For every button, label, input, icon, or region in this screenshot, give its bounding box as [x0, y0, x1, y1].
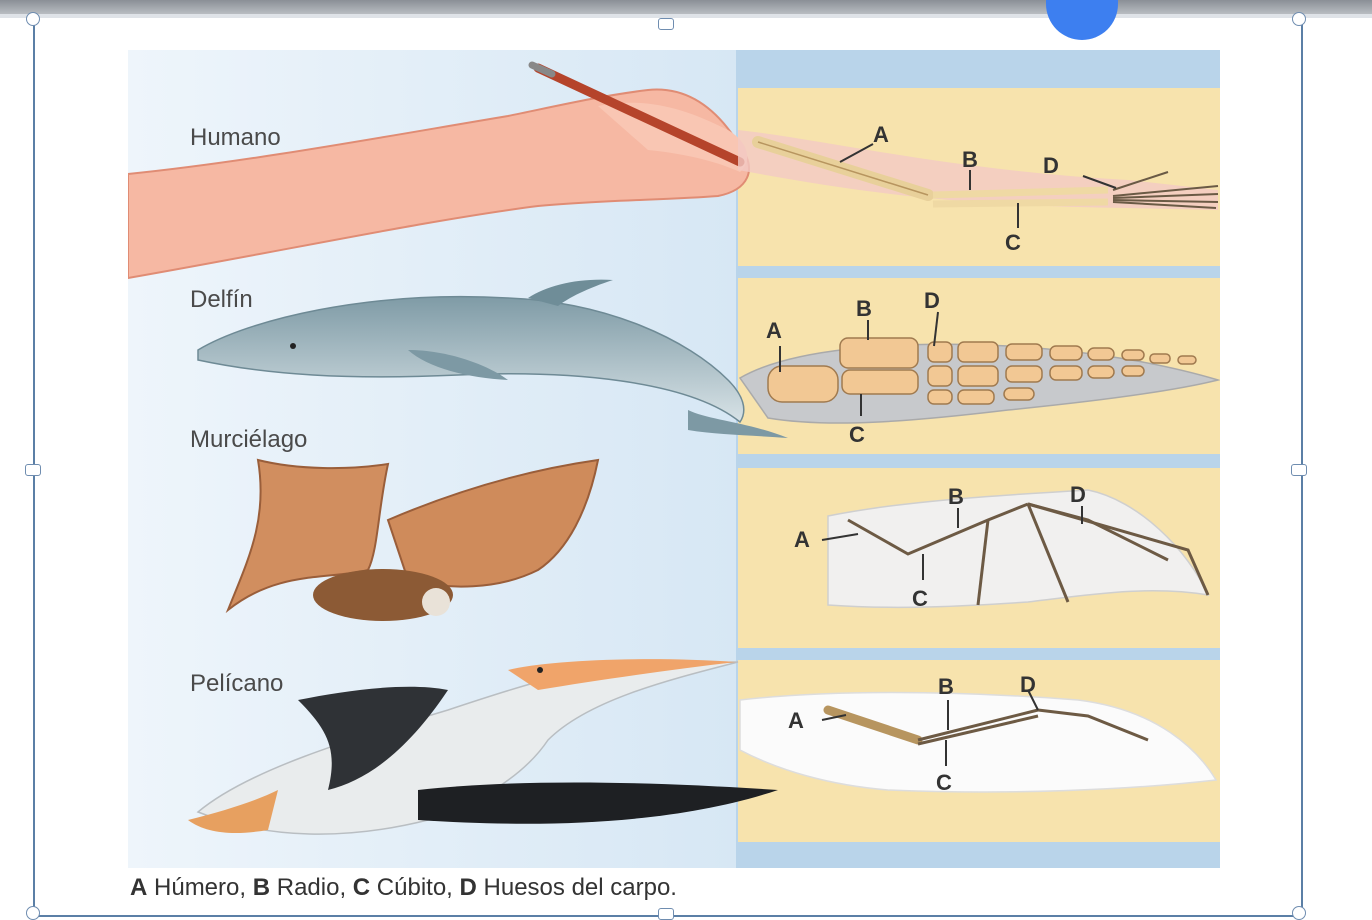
resize-handle-bottom-left[interactable] [26, 906, 40, 920]
resize-handle-bottom-right[interactable] [1292, 906, 1306, 920]
caption-letter-d: D [460, 874, 477, 901]
human-label-a: A [873, 122, 889, 147]
caption-letter-a: A [130, 874, 147, 901]
caption-letter-b: B [253, 874, 270, 901]
row-label-bat: Murciélago [190, 426, 307, 454]
dolphin-eye [290, 343, 296, 349]
caption-text-d: Huesos del carpo. [477, 874, 677, 901]
caption-text-b: Radio, [270, 874, 353, 901]
bat-label-a: A [794, 527, 810, 552]
bat-label-c: C [912, 586, 928, 611]
resize-handle-middle-right[interactable] [1291, 464, 1307, 476]
pelican-label-d: D [1020, 672, 1036, 697]
pelican-label-a: A [788, 708, 804, 733]
pelican-label-c: C [936, 770, 952, 795]
resize-handle-bottom-center[interactable] [658, 908, 674, 920]
bat-head [422, 588, 450, 616]
human-label-d: D [1043, 153, 1059, 178]
caption-text-a: Húmero, [147, 874, 252, 901]
pelican-eye [537, 667, 543, 673]
human-label-b: B [962, 147, 978, 172]
dolphin-label-a: A [766, 318, 782, 343]
figure-illustration: A B C D [128, 50, 1220, 868]
human-ulna [933, 202, 1108, 204]
row-label-dolphin: Delfín [190, 286, 253, 314]
human-label-c: C [1005, 230, 1021, 255]
pelican-label-b: B [938, 674, 954, 699]
resize-handle-top-left[interactable] [26, 12, 40, 26]
homologous-limbs-figure: A B C D [128, 50, 1220, 868]
dolphin-label-b: B [856, 296, 872, 321]
resize-handle-top-center[interactable] [658, 18, 674, 30]
row-label-human: Humano [190, 124, 281, 152]
window-top-bar [0, 0, 1372, 14]
dolphin-label-c: C [849, 422, 865, 447]
resize-handle-middle-left[interactable] [25, 464, 41, 476]
row-label-pelican: Pelícano [190, 670, 283, 698]
caption-text-c: Cúbito, [370, 874, 459, 901]
bat-label-b: B [948, 484, 964, 509]
figure-caption: A Húmero, B Radio, C Cúbito, D Huesos de… [130, 874, 677, 902]
bat-label-d: D [1070, 482, 1086, 507]
human-radius [933, 190, 1108, 195]
caption-letter-c: C [353, 874, 370, 901]
dolphin-label-d: D [924, 288, 940, 313]
resize-handle-top-right[interactable] [1292, 12, 1306, 26]
